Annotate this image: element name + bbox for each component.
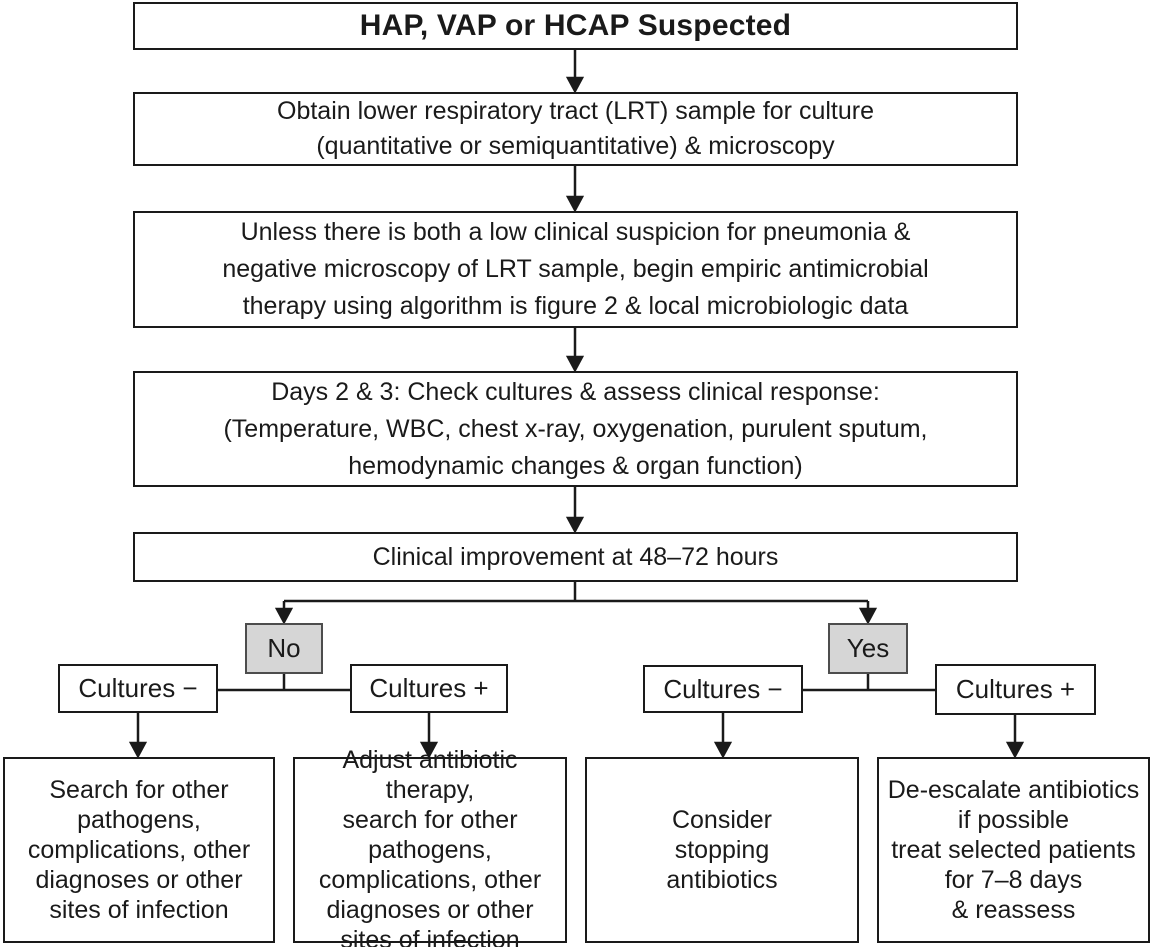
arrowhead-therapy-to-check — [565, 355, 585, 373]
arrowhead-sample-to-therapy — [565, 195, 585, 213]
node-no-cultures-positive: Cultures + — [350, 664, 508, 713]
arrowhead-title-to-sample — [565, 76, 585, 94]
node-consider-stopping: Consider stopping antibiotics — [585, 757, 859, 943]
node-yes-cultures-positive: Cultures + — [935, 664, 1096, 715]
node-obtain-sample: Obtain lower respiratory tract (LRT) sam… — [133, 92, 1018, 166]
arrowhead-to-no — [274, 607, 294, 625]
node-adjust-therapy: Adjust antibiotic therapy, search for ot… — [293, 746, 567, 947]
node-yes: Yes — [828, 623, 908, 674]
arrowhead-to-deescalate — [1005, 741, 1025, 759]
node-no-cultures-negative: Cultures − — [58, 664, 218, 713]
arrowhead-to-consider-stopping — [713, 741, 733, 759]
node-deescalate: De-escalate antibiotics if possible trea… — [877, 757, 1150, 943]
node-clinical-improvement: Clinical improvement at 48–72 hours — [133, 532, 1018, 582]
arrowhead-to-yes — [858, 607, 878, 625]
node-check-cultures: Days 2 & 3: Check cultures & assess clin… — [133, 371, 1018, 487]
arrowhead-check-to-decision — [565, 516, 585, 534]
arrowhead-to-search-pathogens — [128, 741, 148, 759]
node-search-pathogens: Search for other pathogens, complication… — [3, 757, 275, 943]
node-empiric-therapy: Unless there is both a low clinical susp… — [133, 211, 1018, 328]
node-yes-cultures-negative: Cultures − — [643, 665, 803, 713]
node-no: No — [245, 623, 323, 674]
node-suspected: HAP, VAP or HCAP Suspected — [133, 2, 1018, 50]
